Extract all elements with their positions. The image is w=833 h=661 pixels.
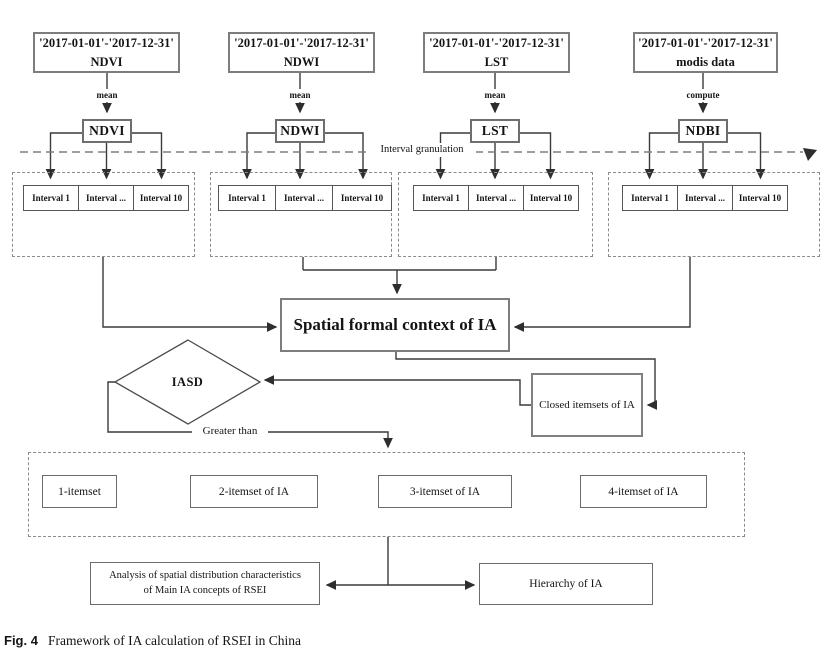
interval-group-ndbi bbox=[608, 172, 820, 257]
closed-itemsets-box: Closed itemsets of IA bbox=[531, 373, 643, 437]
interval-granulation-label: Interval granulation bbox=[368, 143, 476, 157]
source-label: '2017-01-01'-'2017-12-31' NDVI bbox=[39, 35, 174, 69]
operation-label-mean: mean bbox=[274, 89, 326, 102]
source-label: '2017-01-01'-'2017-12-31' NDWI bbox=[234, 35, 369, 69]
source-box-modis: '2017-01-01'-'2017-12-31' modis data bbox=[633, 32, 778, 73]
operation-label-mean: mean bbox=[81, 89, 133, 102]
interval-box: Interval 10 bbox=[332, 185, 392, 211]
itemset-box-4: 4-itemset of IA bbox=[580, 475, 707, 508]
figure-caption: Fig. 4 Framework of IA calculation of RSE… bbox=[4, 633, 301, 649]
interval-box: Interval 1 bbox=[413, 185, 469, 211]
source-box-ndwi: '2017-01-01'-'2017-12-31' NDWI bbox=[228, 32, 375, 73]
interval-box: Interval 1 bbox=[622, 185, 678, 211]
index-box-lst: LST bbox=[470, 119, 520, 143]
spatial-formal-context-box: Spatial formal context of IA bbox=[280, 298, 510, 352]
caption-text: Framework of IA calculation of RSEI in C… bbox=[47, 633, 302, 648]
granulation-end-arrowhead bbox=[803, 148, 817, 161]
analysis-box: Analysis of spatial distribution charact… bbox=[90, 562, 320, 605]
source-label: '2017-01-01'-'2017-12-31' LST bbox=[429, 35, 564, 69]
itemset-box-2: 2-itemset of IA bbox=[190, 475, 318, 508]
operation-label-mean: mean bbox=[469, 89, 521, 102]
interval-box: Interval 10 bbox=[133, 185, 189, 211]
analysis-line2: of Main IA concepts of RSEI bbox=[143, 584, 267, 596]
source-label: '2017-01-01'-'2017-12-31' modis data bbox=[638, 35, 773, 69]
itemset-box-1: 1-itemset bbox=[42, 475, 117, 508]
operation-label-compute: compute bbox=[670, 89, 736, 102]
index-box-ndvi: NDVI bbox=[82, 119, 132, 143]
interval-group-ndwi bbox=[210, 172, 392, 257]
interval-box: Interval 10 bbox=[523, 185, 579, 211]
interval-box: Interval 1 bbox=[23, 185, 79, 211]
interval-box: Interval 10 bbox=[732, 185, 788, 211]
interval-box: Interval ... bbox=[274, 185, 334, 211]
iasd-label: IASD bbox=[171, 374, 204, 389]
hierarchy-box: Hierarchy of IA bbox=[479, 563, 653, 605]
interval-group-lst bbox=[398, 172, 593, 257]
interval-box: Interval ... bbox=[676, 185, 734, 211]
interval-group-ndvi bbox=[12, 172, 195, 257]
interval-box: Interval ... bbox=[77, 185, 135, 211]
caption-label: Fig. 4 bbox=[4, 633, 38, 648]
interval-box: Interval 1 bbox=[218, 185, 276, 211]
itemset-box-3: 3-itemset of IA bbox=[378, 475, 512, 508]
iasd-diamond bbox=[113, 339, 262, 425]
interval-box: Interval ... bbox=[467, 185, 525, 211]
itemsets-group bbox=[28, 452, 745, 537]
source-box-ndvi: '2017-01-01'-'2017-12-31' NDVI bbox=[33, 32, 180, 73]
source-box-lst: '2017-01-01'-'2017-12-31' LST bbox=[423, 32, 570, 73]
index-box-ndbi: NDBI bbox=[678, 119, 728, 143]
index-box-ndwi: NDWI bbox=[275, 119, 325, 143]
analysis-line1: Analysis of spatial distribution charact… bbox=[109, 569, 301, 581]
greater-than-label: Greater than bbox=[192, 424, 268, 439]
